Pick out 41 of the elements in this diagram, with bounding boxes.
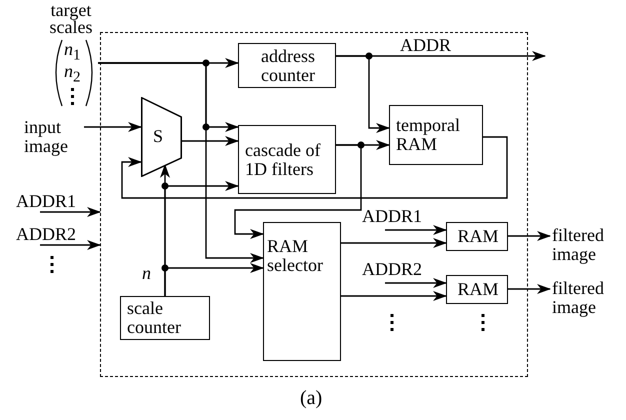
arrow: [98, 62, 264, 263]
box-label: address counter: [260, 46, 316, 84]
edge-label: ADDR: [400, 36, 452, 55]
arrow: [341, 291, 447, 301]
signal-label: target scales: [48, 2, 94, 36]
box-label: cascade of 1D filters: [245, 140, 322, 178]
arrow: [40, 240, 101, 250]
signal-label: filtered image: [550, 226, 626, 264]
edge-label: ADDR2: [362, 260, 422, 279]
arrow: [40, 207, 101, 217]
process-box: [263, 222, 341, 361]
boundary-box: [100, 32, 528, 377]
arrow: [164, 263, 264, 296]
box-label: scale counter: [127, 299, 182, 337]
signal-label: ADDR1: [14, 192, 86, 211]
process-box: [446, 222, 508, 251]
figure-caption: (a): [300, 389, 322, 408]
arrow: [84, 122, 142, 132]
arrow: [341, 238, 447, 248]
box-label: RAM selector: [267, 237, 324, 275]
signal-label: input image: [22, 118, 84, 156]
box-label: RAM: [457, 280, 498, 299]
arrow: [182, 136, 239, 146]
process-box: [120, 296, 210, 340]
arrow: [508, 284, 551, 294]
process-box: [446, 275, 508, 304]
multiplexer-label: S: [153, 127, 164, 146]
box-label: temporal RAM: [396, 116, 461, 154]
arrow: [336, 55, 390, 133]
process-box: [238, 125, 336, 194]
signal-label: filtered image: [550, 279, 626, 317]
arrow: [234, 144, 362, 239]
process-box: [389, 105, 483, 165]
box-label: RAM: [457, 227, 498, 246]
edge-label: ADDR1: [362, 207, 422, 226]
arrow: [385, 278, 447, 288]
process-box: [238, 43, 336, 88]
arrow: [508, 231, 551, 241]
arrow: [121, 136, 508, 199]
arrow: [385, 225, 447, 235]
signal-label: ADDR2: [14, 225, 86, 244]
